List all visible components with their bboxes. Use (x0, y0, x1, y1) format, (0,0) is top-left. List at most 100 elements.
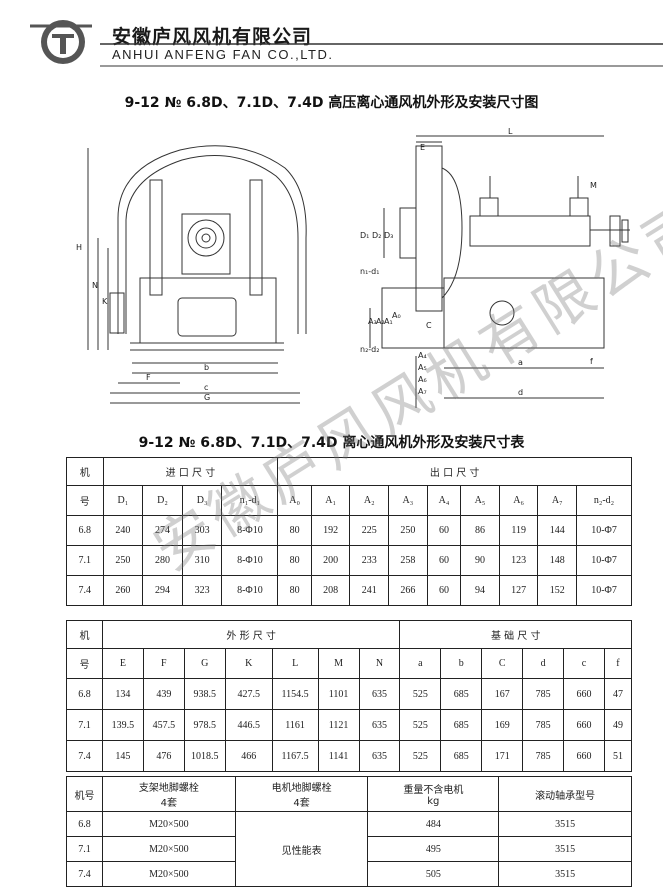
cell: 60 (426, 515, 462, 546)
cell: 258 (388, 545, 428, 576)
cell: 266 (388, 575, 428, 606)
dim-label-f: f (590, 357, 593, 366)
cell: 294 (142, 575, 183, 606)
table-row: 7.4 M20×500 505 3515 (66, 861, 632, 887)
cell: 660 (563, 740, 605, 772)
cell: 1154.5 (271, 678, 319, 710)
cell: M20×500 (101, 861, 236, 887)
weight-header: 重量不含电机 kg (367, 776, 500, 812)
cell: 208 (310, 575, 351, 606)
table-row: 7.4 260 294 323 8-Φ10 80 208 241 266 60 … (66, 575, 632, 606)
cell: 10-Φ7 (576, 515, 632, 546)
col-header: N (358, 648, 401, 679)
cell: 94 (460, 575, 500, 606)
col-header: A₆ (498, 485, 539, 516)
bolt-weight-bearing-table: 机号 支架地脚螺栓 4套 电机地脚螺栓 4套 重量不含电机 kg 滚动轴承型号 … (66, 776, 632, 887)
cell: 47 (603, 678, 633, 710)
bracket-bolt-header: 支架地脚螺栓 4套 (101, 776, 236, 812)
machine-number: 7.4 (66, 861, 103, 887)
cell: 139.5 (101, 709, 144, 741)
cell: 233 (349, 545, 390, 576)
cell: 192 (310, 515, 351, 546)
cell: 51 (603, 740, 633, 772)
cell: 274 (142, 515, 183, 546)
cell: 260 (102, 575, 144, 606)
col-header: A₁ (310, 485, 351, 516)
cell: 525 (399, 709, 442, 741)
cell: 635 (358, 740, 401, 772)
dim-label-D1: D₁ (360, 231, 369, 240)
cell: 10-Φ7 (576, 575, 632, 606)
cell: 1018.5 (183, 740, 226, 772)
dim-label-D3: D₃ (384, 231, 393, 240)
dim-label-H: H (76, 243, 82, 252)
cell: 310 (181, 545, 223, 576)
cell: 60 (426, 545, 462, 576)
table-row: 7.1 250 280 310 8-Φ10 80 200 233 258 60 … (66, 545, 632, 576)
cell: 938.5 (183, 678, 226, 710)
table-row: 6.8 M20×500 见性能表 484 3515 (66, 811, 632, 887)
cell: 466 (224, 740, 273, 772)
motor-bolt-header-line1: 电机地脚螺栓 (271, 783, 332, 794)
cell: 323 (181, 575, 223, 606)
cell: 1121 (317, 709, 360, 741)
cell: 8-Φ10 (221, 515, 279, 546)
table-row: 6.8 240 274 303 8-Φ10 80 192 225 250 60 … (66, 515, 632, 546)
cell: 169 (481, 709, 524, 741)
dim-label-A2: A₂ (376, 317, 385, 326)
col-header: A₀ (277, 485, 312, 516)
cell: 457.5 (142, 709, 185, 741)
dim-label-b: b (204, 363, 209, 372)
col-header: K (224, 648, 273, 679)
cell: 785 (522, 740, 565, 772)
cell: 90 (460, 545, 500, 576)
col-header: n₁-d₁ (221, 485, 279, 516)
dim-label-A6: A₆ (418, 375, 427, 384)
machine-header: 机号 (66, 776, 103, 812)
foundation-group-header: 基 础 尺 寸 (399, 620, 632, 649)
cell: 152 (537, 575, 578, 606)
cell: 250 (388, 515, 428, 546)
col-header: C (481, 648, 524, 679)
cell: 127 (498, 575, 539, 606)
machine-number: 7.1 (66, 709, 103, 741)
table-title: 9-12 № 6.8D、7.1D、7.4D 离心通风机外形及安装尺寸表 (138, 435, 525, 451)
page-header: 安徽庐风风机有限公司 ANHUI ANFENG FAN CO.,LTD. (0, 0, 663, 72)
machine-number: 6.8 (66, 515, 104, 546)
bracket-bolt-header-line1: 支架地脚螺栓 (138, 783, 199, 794)
weight-header-line1: 重量不含电机 (403, 785, 464, 796)
machine-number: 7.1 (66, 545, 104, 576)
cell: 785 (522, 709, 565, 741)
machine-number: 6.8 (66, 811, 103, 837)
machine-header-top: 机 (66, 457, 104, 486)
table-row: 6.8 134 439 938.5 427.5 1154.5 1101 635 … (66, 678, 633, 710)
dim-label-A5: A₅ (418, 363, 427, 372)
machine-header-bottom: 号 (66, 648, 103, 679)
cell: 1161 (271, 709, 319, 741)
company-name-cn: 安徽庐风风机有限公司 (112, 26, 313, 48)
col-header: d (522, 648, 565, 679)
cell: 427.5 (224, 678, 273, 710)
cell: 200 (310, 545, 351, 576)
cell: 49 (603, 709, 633, 741)
cell: 978.5 (183, 709, 226, 741)
cell: 505 (367, 861, 500, 887)
dim-label-N: N (92, 281, 98, 290)
dim-label-d: d (518, 388, 523, 397)
inlet-outlet-dimension-table: 机 进 口 尺 寸 出 口 尺 寸 号 D₁ D₂ D₃ n₁-d₁ A₀ A₁… (66, 457, 632, 606)
cell: 439 (142, 678, 185, 710)
col-header: A₂ (349, 485, 390, 516)
dim-label-M: M (590, 181, 597, 190)
cell: 171 (481, 740, 524, 772)
dim-label-n2d2: n₂-d₂ (360, 345, 379, 354)
cell: 1101 (317, 678, 360, 710)
machine-number: 7.4 (66, 575, 104, 606)
col-header: D₁ (102, 485, 144, 516)
cell: 685 (440, 709, 483, 741)
cell: 80 (277, 545, 312, 576)
cell: 123 (498, 545, 539, 576)
cell: 280 (142, 545, 183, 576)
col-header: M (317, 648, 360, 679)
cell: 241 (349, 575, 390, 606)
cell: 60 (426, 575, 462, 606)
